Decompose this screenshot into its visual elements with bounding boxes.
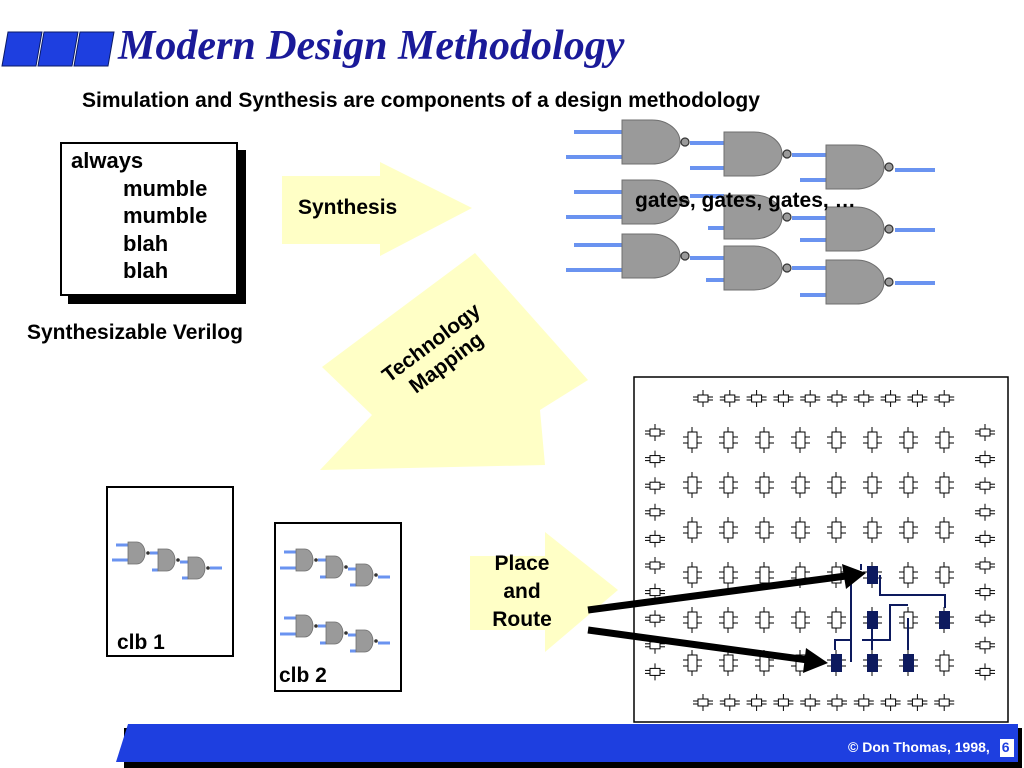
slide-subtitle: Simulation and Synthesis are components … xyxy=(82,89,760,112)
placed-logic-cell xyxy=(903,654,914,672)
footer-bar xyxy=(116,724,1022,768)
technology-mapping-arrow xyxy=(320,253,588,470)
placed-logic-cell xyxy=(867,654,878,672)
gate-network xyxy=(566,119,935,305)
clb2-label: clb 2 xyxy=(279,664,327,687)
placement-arrows xyxy=(587,564,866,673)
slide-title: Modern Design Methodology xyxy=(118,23,625,69)
routing-wires xyxy=(834,564,946,662)
placed-logic-cell xyxy=(939,611,950,629)
synthesis-arrow xyxy=(282,162,472,256)
synthesis-label: Synthesis xyxy=(298,196,398,219)
place-and-route-line: and xyxy=(503,580,541,603)
verilog-line: blah xyxy=(123,231,169,256)
title-bars-logo xyxy=(1,31,115,67)
verilog-line: mumble xyxy=(123,176,208,201)
footer-copyright: © Don Thomas, 1998, 6 xyxy=(848,739,1010,755)
verilog-code-box: always mumble mumble blah blah xyxy=(60,142,238,296)
page-number: 6 xyxy=(1001,739,1010,755)
clb1-box xyxy=(106,486,234,657)
verilog-line: always xyxy=(71,148,144,173)
place-and-route-arrow xyxy=(470,532,618,652)
verilog-line: mumble xyxy=(123,203,208,228)
verilog-caption: Synthesizable Verilog xyxy=(27,321,243,344)
place-and-route-label: Place and Route xyxy=(474,550,570,634)
place-and-route-line: Place xyxy=(494,552,550,575)
placed-logic-cell xyxy=(867,566,878,584)
place-and-route-line: Route xyxy=(492,608,552,631)
clb2-gates xyxy=(280,548,390,653)
placed-logic-cell xyxy=(831,654,842,672)
gates-caption: gates, gates, gates, … xyxy=(635,189,856,212)
clb1-gates xyxy=(112,541,222,580)
clb1-label: clb 1 xyxy=(117,631,165,654)
verilog-line: blah xyxy=(123,258,169,283)
copyright-text: © Don Thomas, 1998, xyxy=(848,739,990,755)
